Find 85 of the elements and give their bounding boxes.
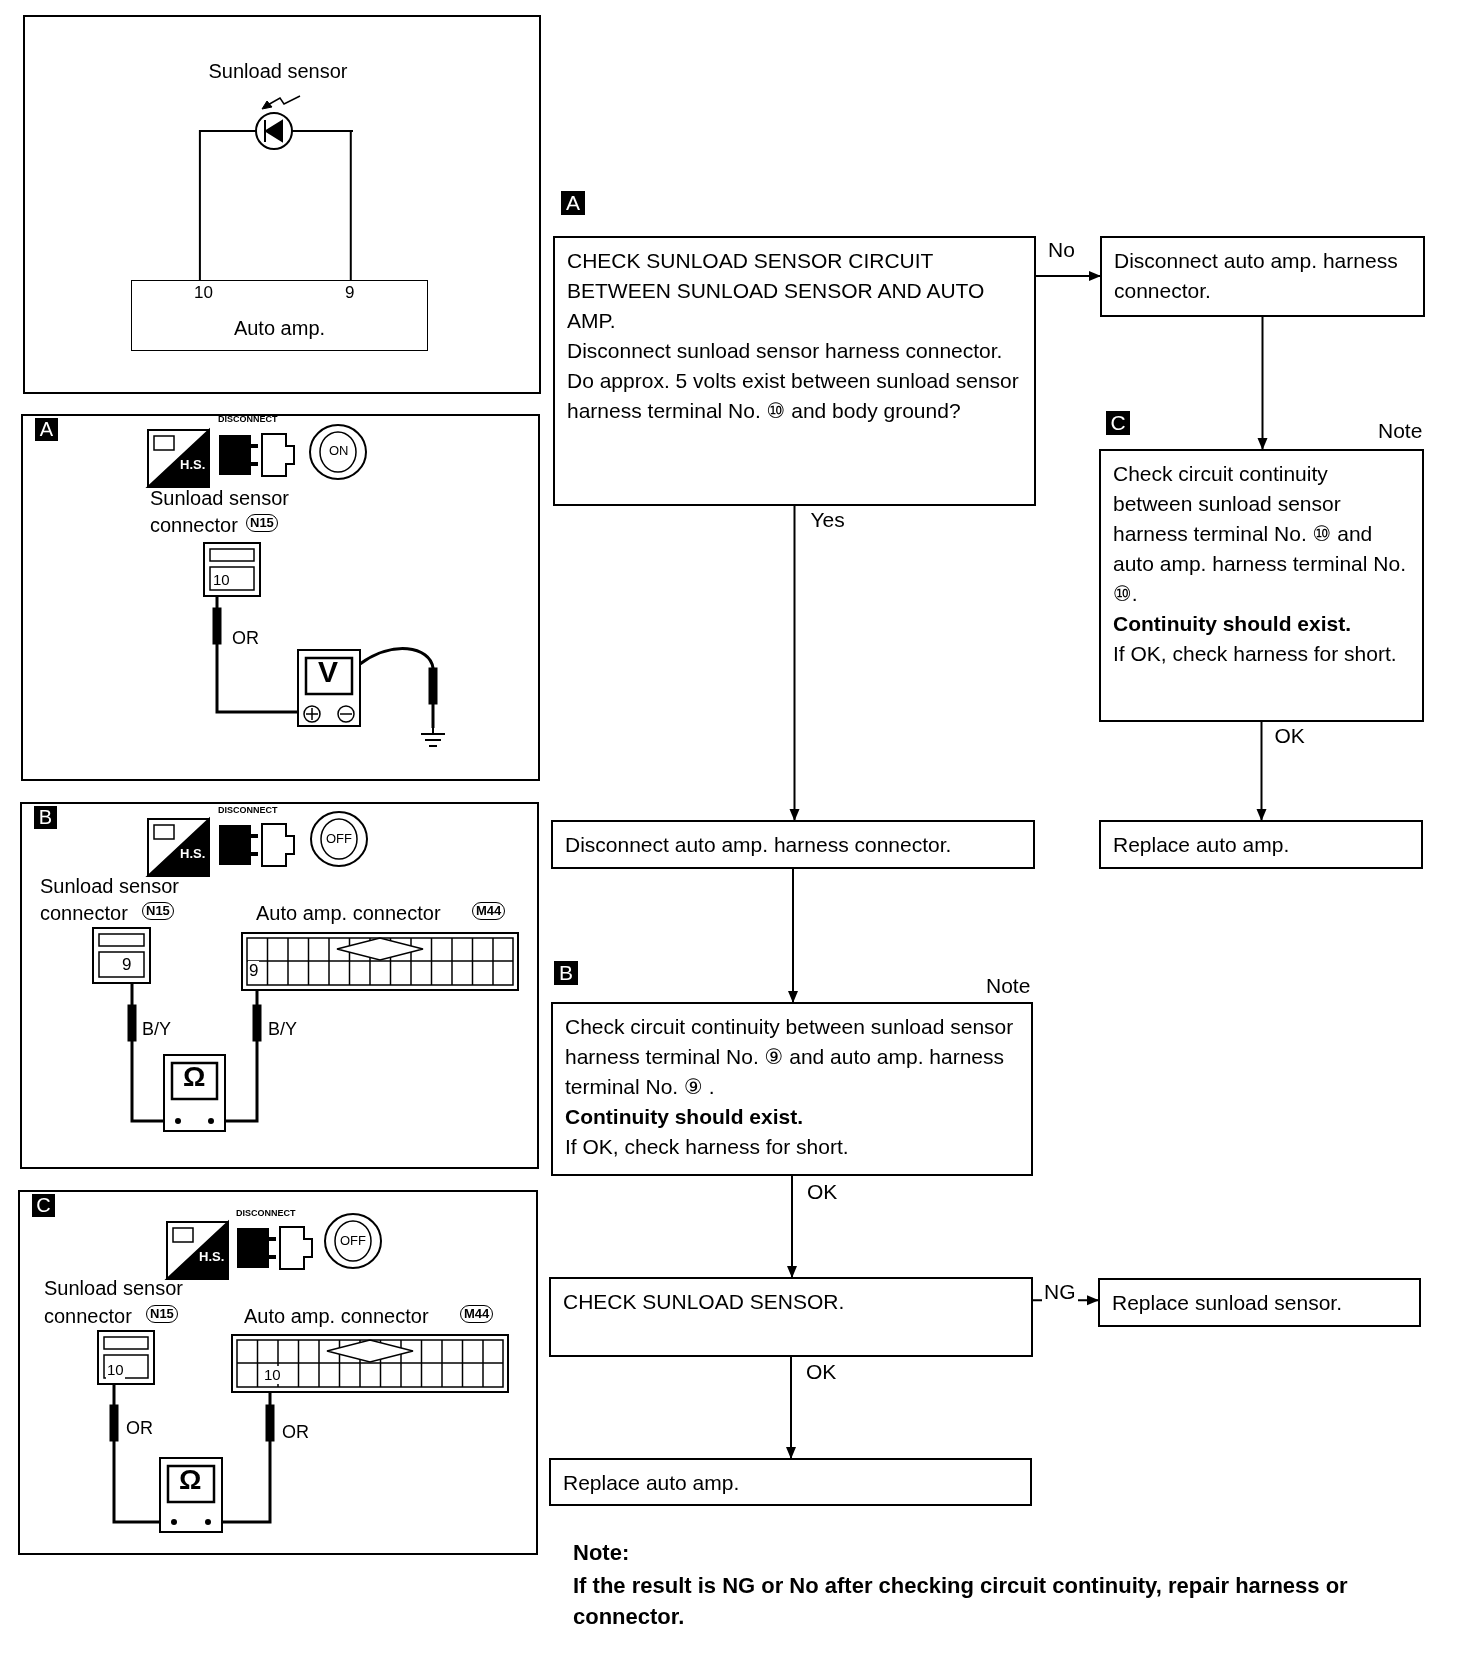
connector-label: Auto amp. connector xyxy=(256,901,441,925)
step-box xyxy=(1099,820,1423,869)
connector-label: connector xyxy=(40,901,128,925)
meter-symbol: Ω xyxy=(179,1463,202,1497)
note-heading: Note: xyxy=(573,1540,630,1567)
illustration-panel xyxy=(23,15,541,394)
step-text: CHECK SUNLOAD SENSOR CIRCUIT BETWEEN SUNLOAD SENSOR AND AUTO AMP. xyxy=(567,248,986,334)
arrow xyxy=(1257,316,1268,450)
icon-caption: DISCONNECT xyxy=(218,805,278,816)
note-reference: Note xyxy=(986,974,1031,998)
pin-number: 10 xyxy=(263,1366,282,1384)
arrow xyxy=(787,1175,797,1278)
sensor-symbol xyxy=(203,60,353,150)
illustration-panel xyxy=(20,802,539,1169)
step-text: Replace auto amp. xyxy=(563,1470,741,1496)
illustration-panel xyxy=(21,414,540,781)
step-box xyxy=(549,1277,1033,1357)
step-text: Check circuit continuity between sunload sensor harness terminal No. ⑨ and auto amp. harness terminal No. ⑨ . xyxy=(565,1014,1015,1100)
step-text: Replace sunload sensor. xyxy=(1112,1290,1343,1316)
icon-caption: H.S. xyxy=(180,846,206,862)
callout-letter: C xyxy=(1106,411,1130,435)
arrow xyxy=(786,1356,796,1459)
connector-label: Sunload sensor xyxy=(44,1276,183,1300)
callout-letter: B xyxy=(554,961,578,985)
component-label: Auto amp. xyxy=(232,317,327,340)
step-text: Disconnect sunload sensor harness connector. xyxy=(567,338,1004,364)
step-box xyxy=(551,1002,1033,1176)
icon-caption: OFF xyxy=(340,1233,366,1249)
panel-letter: A xyxy=(35,418,58,441)
illustration-panel xyxy=(18,1190,538,1555)
step-box xyxy=(553,236,1036,506)
step-box xyxy=(1100,236,1425,317)
step-box xyxy=(1099,449,1424,722)
step-text: If OK, check harness for short. xyxy=(1113,641,1398,667)
step-box xyxy=(1098,1278,1421,1327)
step-text: If OK, check harness for short. xyxy=(565,1134,850,1160)
note-text: If the result is NG or No after checking circuit continuity, repair harness or connector. xyxy=(573,1572,1349,1631)
step-text: Continuity should exist. xyxy=(1113,611,1352,637)
connector-code: M44 xyxy=(472,902,506,920)
wire-color-label: OR xyxy=(282,1422,309,1444)
connector-code: N15 xyxy=(246,514,278,532)
step-text: Do approx. 5 volts exist between sunload sensor harness terminal No. ⑩ and body ground? xyxy=(567,368,1020,424)
panel-letter: B xyxy=(34,806,57,829)
step-text: Check circuit continuity between sunload sensor harness terminal No. ⑩ and auto amp. harness terminal No. ⑩. xyxy=(1113,461,1407,607)
pin-number: 9 xyxy=(122,955,132,976)
connector-label: Auto amp. connector xyxy=(244,1304,429,1328)
icon-caption: H.S. xyxy=(199,1249,225,1265)
step-box xyxy=(551,820,1035,869)
icon-caption: ON xyxy=(329,443,349,459)
step-text: CHECK SUNLOAD SENSOR. xyxy=(563,1289,846,1315)
wire-color-label: OR xyxy=(126,1418,153,1440)
unit-box xyxy=(131,280,428,351)
arrow xyxy=(1256,721,1267,821)
step-text: Continuity should exist. xyxy=(565,1104,804,1130)
arrow xyxy=(1035,270,1101,281)
meter-symbol: V xyxy=(318,654,338,690)
wire xyxy=(198,130,204,281)
wire xyxy=(349,130,354,281)
icon-caption: DISCONNECT xyxy=(236,1208,296,1219)
connector-label: connector xyxy=(150,513,238,537)
arrow xyxy=(788,868,798,1003)
meter-symbol: Ω xyxy=(183,1060,206,1094)
connector-label: Sunload sensor xyxy=(150,486,289,510)
pin-number: 10 xyxy=(194,283,213,304)
panel-letter: C xyxy=(32,1194,55,1217)
step-box xyxy=(549,1458,1032,1506)
note-reference: Note xyxy=(1378,419,1423,443)
icon-caption: DISCONNECT xyxy=(218,414,278,425)
connector-code: N15 xyxy=(146,1305,178,1323)
icon-caption: OFF xyxy=(326,831,352,847)
connector-code: N15 xyxy=(142,902,174,920)
connector-code: M44 xyxy=(460,1305,494,1323)
wire-color-label: B/Y xyxy=(142,1019,171,1041)
callout-letter: A xyxy=(561,191,585,215)
pin-number: 9 xyxy=(345,283,355,304)
connector-label: Sunload sensor xyxy=(40,874,179,898)
step-text: Replace auto amp. xyxy=(1113,832,1291,858)
step-text: Disconnect auto amp. harness connector. xyxy=(1114,248,1399,304)
component-label: Sunload sensor xyxy=(207,60,349,83)
wire-color-label: B/Y xyxy=(268,1019,297,1041)
icon-caption: H.S. xyxy=(180,457,206,473)
step-text: Disconnect auto amp. harness connector. xyxy=(565,832,953,858)
wire-color-label: OR xyxy=(232,628,259,650)
arrow xyxy=(789,505,800,821)
connector-label: connector xyxy=(44,1304,132,1328)
